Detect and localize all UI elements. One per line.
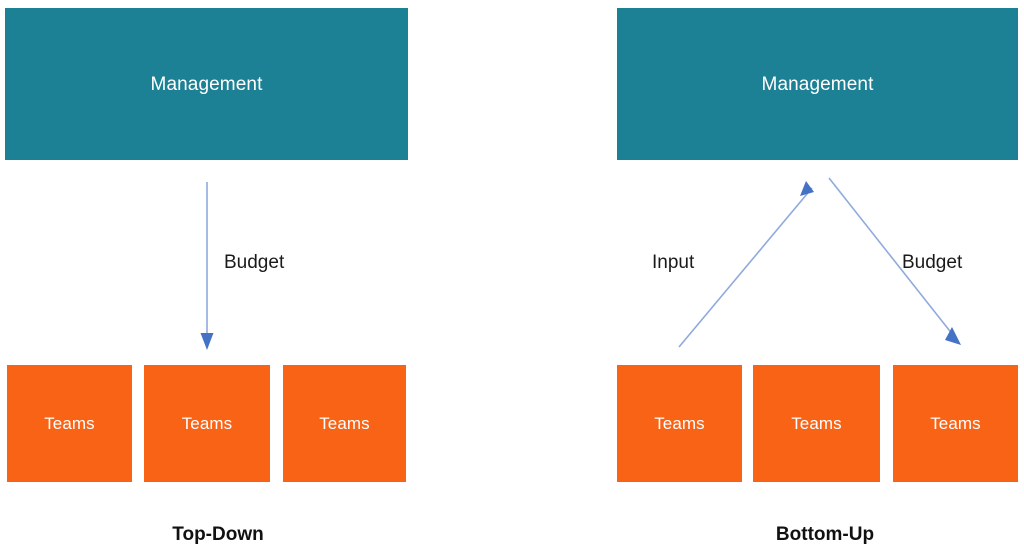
team-box-label: Teams [930,414,981,433]
budget-arrow-head-top-down [200,333,214,350]
caption-bottom-up: Bottom-Up [775,524,875,545]
input-arrow-line-bottom-up [678,187,813,348]
team-box-top-down-3: Teams [283,365,406,482]
budget-label-top-down: Budget [224,252,285,273]
team-box-label: Teams [654,414,705,433]
budget-label-bottom-up: Budget [902,252,963,273]
team-box-top-down-1: Teams [7,365,132,482]
team-box-label: Teams [181,414,233,433]
team-box-top-down-2: Teams [144,365,270,482]
budget-arrow-head-bottom-up [945,327,961,345]
team-box-label: Teams [44,414,95,433]
team-box-bottom-up-1: Teams [617,365,742,482]
management-box-top-down: Management [5,8,408,160]
input-arrow-bottom-up [678,181,814,348]
input-label-bottom-up: Input [652,252,695,273]
input-arrow-head-bottom-up [800,181,814,196]
caption-top-down: Top-Down [172,524,264,545]
management-box-label: Management [761,73,874,95]
team-box-bottom-up-3: Teams [893,365,1018,482]
team-box-label: Teams [791,414,842,433]
budget-arrow-top-down [200,182,214,350]
management-box-label: Management [150,73,263,95]
team-box-label: Teams [319,414,370,433]
team-box-bottom-up-2: Teams [753,365,880,482]
management-box-bottom-up: Management [617,8,1018,160]
